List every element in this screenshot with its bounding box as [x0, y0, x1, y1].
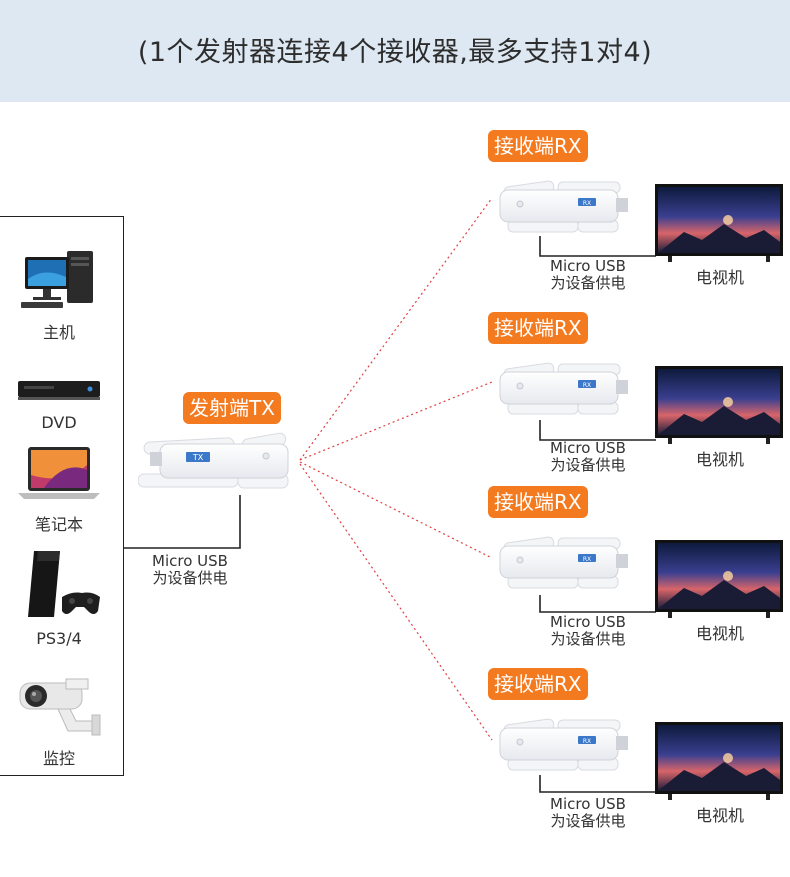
tv-label: 电视机	[696, 806, 745, 825]
tv-icon	[655, 722, 783, 800]
source-label: 笔记本	[34, 515, 83, 534]
tx-power-cable	[124, 495, 241, 549]
transmitter-badge: 发射端TX	[183, 392, 281, 424]
receiver-dongle: RX	[499, 718, 628, 771]
power-line-1: Micro USB	[550, 257, 626, 275]
receiver-badge: 接收端RX	[488, 130, 588, 162]
receiver-power-note: Micro USB 为设备供电	[538, 440, 638, 474]
power-line-1: Micro USB	[550, 795, 626, 813]
receiver-dongle: RX	[499, 536, 628, 589]
source-label: 主机	[42, 323, 75, 342]
source-console: PS3/4	[0, 547, 120, 648]
receiver-power-note: Micro USB 为设备供电	[538, 796, 638, 830]
power-line-2: 为设备供电	[550, 274, 626, 292]
receiver-badge: 接收端RX	[488, 486, 588, 518]
svg-text:RX: RX	[583, 738, 591, 745]
tv-icon	[655, 366, 783, 444]
source-devices-panel: 主机 DVD 笔记本 PS3/4	[0, 216, 124, 776]
power-line-2: 为设备供电	[152, 569, 228, 587]
svg-text:RX: RX	[583, 200, 591, 207]
power-line-2: 为设备供电	[550, 812, 626, 830]
source-camera: 监控	[0, 675, 120, 769]
wireless-links	[299, 197, 493, 741]
header-banner: (1个发射器连接4个接收器,最多支持1对4)	[0, 0, 790, 102]
power-line-1: Micro USB	[152, 552, 228, 570]
wireless-link-2	[299, 381, 493, 461]
dvd-player-icon	[18, 381, 100, 400]
tv-label: 电视机	[696, 450, 745, 469]
source-label: PS3/4	[36, 629, 82, 648]
security-camera-icon	[19, 678, 101, 736]
power-line-2: 为设备供电	[550, 456, 626, 474]
power-line-2: 为设备供电	[550, 630, 626, 648]
source-label: 监控	[42, 749, 75, 768]
receiver-badge: 接收端RX	[488, 668, 588, 700]
transmitter-dongle: TX	[138, 432, 289, 489]
rx-power-cables	[539, 236, 656, 793]
source-desktop: 主机	[0, 249, 120, 343]
source-laptop: 笔记本	[0, 445, 120, 535]
receiver-dongle: RX	[499, 180, 628, 233]
svg-text:TX: TX	[192, 453, 204, 462]
wireless-link-4	[299, 463, 493, 741]
tv-label: 电视机	[696, 624, 745, 643]
transmitter-power-note: Micro USB 为设备供电	[140, 553, 240, 587]
game-console-icon	[28, 551, 100, 617]
wireless-link-3	[299, 461, 493, 559]
power-line-1: Micro USB	[550, 613, 626, 631]
desktop-pc-icon	[21, 251, 93, 308]
receiver-power-note: Micro USB 为设备供电	[538, 258, 638, 292]
source-label: DVD	[41, 413, 77, 432]
tv-icon	[655, 540, 783, 618]
svg-text:RX: RX	[583, 556, 591, 563]
receiver-dongle: RX	[499, 362, 628, 415]
power-line-1: Micro USB	[550, 439, 626, 457]
svg-text:RX: RX	[583, 382, 591, 389]
tv-icon	[655, 184, 783, 262]
tv-label: 电视机	[696, 268, 745, 287]
receiver-power-note: Micro USB 为设备供电	[538, 614, 638, 648]
source-dvd: DVD	[0, 375, 120, 432]
receiver-badge: 接收端RX	[488, 312, 588, 344]
wireless-link-1	[299, 197, 493, 461]
laptop-icon	[18, 447, 100, 499]
page-title: (1个发射器连接4个接收器,最多支持1对4)	[137, 37, 653, 68]
